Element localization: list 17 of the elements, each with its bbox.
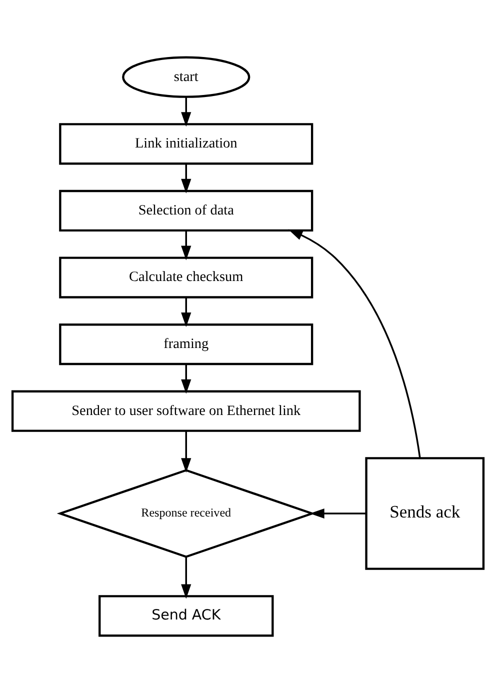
node-box: Link initialization: [59, 123, 314, 165]
node-box: Send ACK: [98, 595, 274, 637]
node-box: framing: [59, 324, 314, 366]
node-box: Sends ack: [365, 457, 485, 570]
arrow: [288, 229, 421, 458]
arrow: [181, 297, 192, 327]
arrow: [181, 431, 192, 473]
node-ellipse: start: [122, 56, 250, 98]
arrow: [181, 556, 192, 599]
arrow: [310, 508, 366, 519]
node-box: Calculate checksum: [59, 256, 314, 298]
arrow: [181, 364, 192, 394]
arrow: [181, 96, 192, 127]
arrow: [181, 230, 192, 260]
arrow: [181, 164, 192, 194]
node-box: Selection of data: [59, 190, 314, 232]
node-box: Sender to user software on Ethernet link: [11, 390, 361, 432]
